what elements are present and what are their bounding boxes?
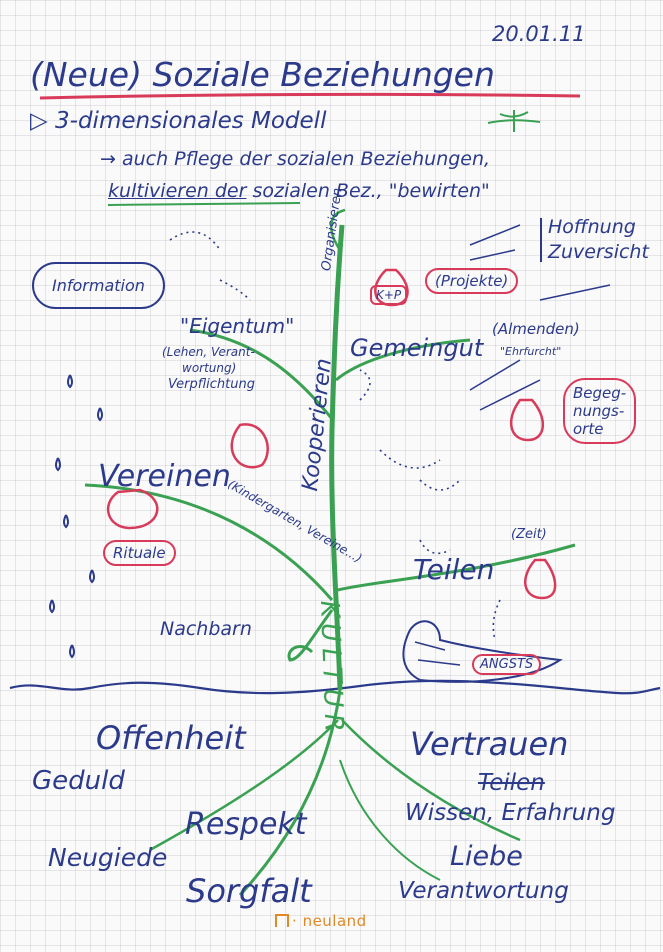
kp-bubble: K+P: [370, 285, 408, 305]
commons-note: (Almenden): [492, 320, 580, 338]
fruit-middle: [230, 423, 269, 469]
raindrops: [49, 374, 103, 659]
rituals-bubble: Rituale: [103, 540, 176, 566]
plant-stem: [329, 224, 345, 691]
neighbors-label: Nachbarn: [160, 618, 252, 640]
projects-bubble: (Projekte): [425, 268, 519, 294]
meeting-places-line-3: orte: [573, 420, 604, 438]
meeting-places-bubble: Begeg- nungs- orte: [563, 378, 637, 444]
confidence-text: Zuversicht: [548, 241, 649, 263]
fears-scribble: [414, 641, 461, 666]
small-leaf: [287, 609, 334, 662]
model-heading-text: 3-dimensionales Modell: [55, 108, 327, 134]
sprout-icon: [487, 110, 541, 132]
unite-label: Vereinen: [98, 459, 231, 494]
stem-label-kultur: KULTUR: [314, 599, 349, 739]
branch-left-upper: [189, 328, 335, 421]
root-trust: Vertrauen: [410, 725, 569, 763]
property-note-3: Verpflichtung: [168, 377, 255, 392]
fruit-right: [509, 398, 545, 442]
page-title: (Neue) Soziale Beziehungen: [30, 55, 495, 94]
fears-bubble: ANGSTS: [472, 654, 542, 675]
model-heading: ▷ 3-dimensionales Modell: [30, 110, 326, 133]
commons-note-2: "Ehrfurcht": [500, 345, 562, 358]
root-curiosity: Neugiede: [48, 843, 168, 872]
intro-underline: [107, 202, 301, 206]
property-note-2: wortung): [182, 361, 237, 375]
root-patience: Geduld: [32, 766, 125, 796]
root-care: Sorgfalt: [186, 872, 312, 910]
root-responsibility: Verantwortung: [398, 878, 569, 904]
root-lower-right: [339, 759, 441, 881]
property-label: "Eigentum": [180, 314, 295, 338]
information-cloud: Information: [32, 262, 165, 309]
fruit-lower-right: [524, 558, 557, 600]
root-left: [149, 719, 339, 852]
brand-logo: · neuland: [275, 912, 367, 930]
title-underline: [39, 92, 581, 100]
root-love: Liebe: [450, 841, 523, 872]
property-note-1: (Lehen, Verant-: [162, 345, 255, 359]
branch-right-lower: [337, 543, 576, 592]
root-right: [341, 719, 521, 842]
root-respect: Respekt: [185, 807, 307, 842]
meeting-places-line-1: Begeg-: [573, 384, 627, 402]
fruit-left: [106, 488, 159, 530]
intro-line-2-rest: sozialen Bez., "bewirten": [252, 180, 490, 202]
meeting-places-line-2: nungs-: [573, 402, 625, 420]
hope-label: Hoffnung Zuversicht: [540, 218, 649, 262]
stem-tip: [330, 208, 346, 251]
share-note: (Zeit): [511, 527, 547, 542]
fears-creature: [402, 620, 563, 683]
date-text: 20.01.11: [492, 22, 586, 46]
brand-name: neuland: [302, 912, 367, 930]
root-share-struck: Teilen: [478, 770, 545, 796]
commons-label: Gemeingut: [350, 334, 484, 362]
neuland-logo-icon: [275, 914, 289, 927]
information-text: Information: [52, 276, 145, 295]
root-openness: Offenheit: [96, 719, 246, 757]
root-knowledge: Wissen, Erfahrung: [405, 800, 616, 826]
share-label: Teilen: [413, 553, 495, 586]
intro-line-2: kultivieren der sozialen Bez., "bewirten…: [108, 182, 490, 201]
hope-rays: [469, 224, 611, 411]
dotted-marks: [169, 231, 501, 641]
triangle-icon: ▷: [30, 108, 48, 134]
intro-line-2-kultivieren: kultivieren der: [108, 180, 247, 202]
branch-right-upper: [335, 338, 471, 382]
intro-line-1: → auch Pflege der sozialen Beziehungen,: [100, 148, 491, 170]
branch-left-lower: [84, 483, 334, 601]
ground-line: [9, 679, 661, 695]
root-main: [238, 689, 342, 897]
hope-text: Hoffnung: [548, 216, 636, 238]
